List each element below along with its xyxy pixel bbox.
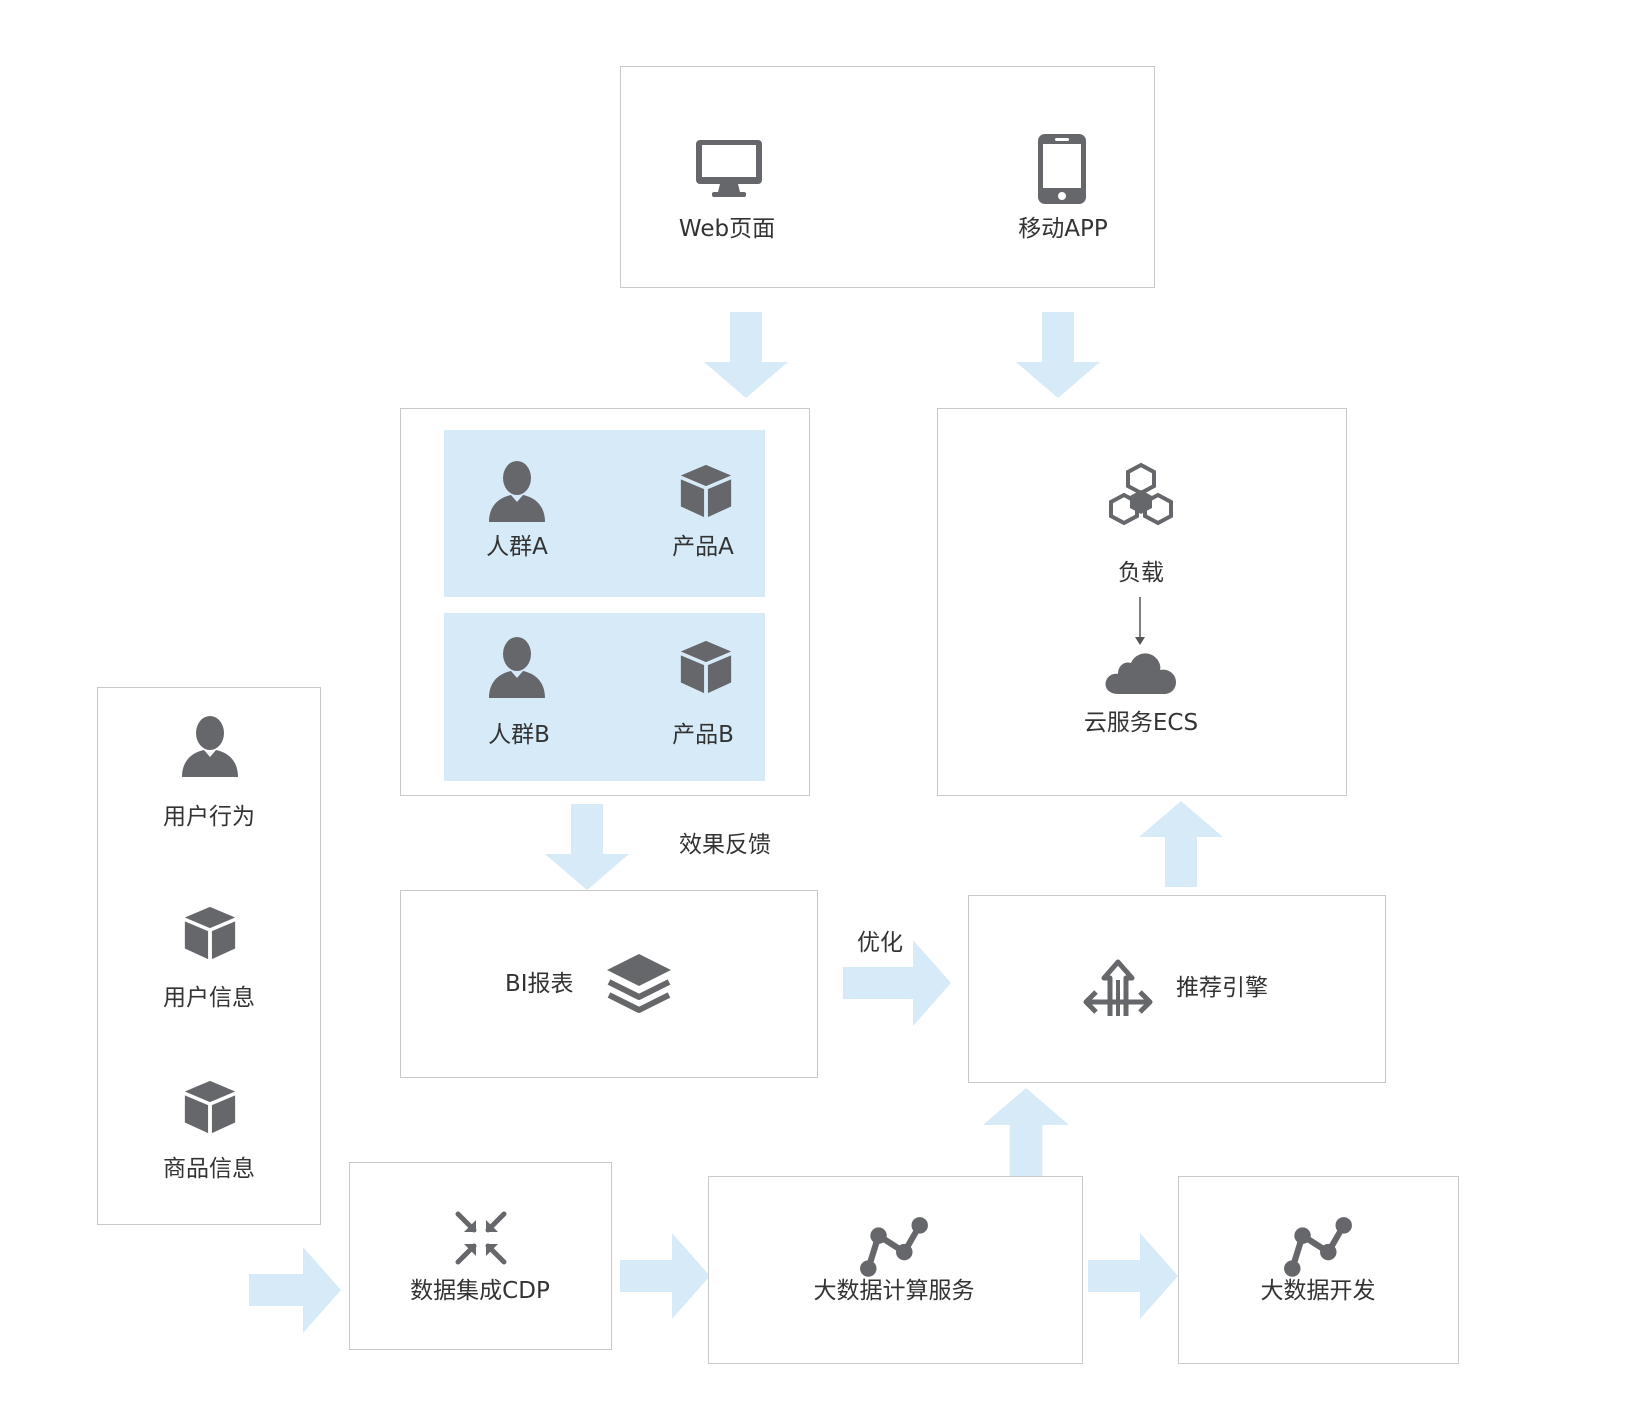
mobile-app-label: 移动APP [1018, 216, 1108, 242]
load-label: 负载 [1118, 560, 1164, 586]
arrow-compute-to-dev [1088, 1233, 1178, 1319]
arrow-web-to-segments [704, 312, 788, 398]
arrow-bi-to-engine [843, 940, 951, 1026]
feedback-label: 效果反馈 [679, 832, 771, 858]
crowd-a-label: 人群A [486, 534, 548, 560]
ecs-label: 云服务ECS [1083, 710, 1199, 736]
big-data-dev-box [1178, 1176, 1459, 1364]
cdp-box [349, 1162, 612, 1350]
hexagon-cluster-icon [1104, 462, 1178, 532]
arrow-engine-to-cloud [1139, 800, 1223, 888]
product-b-label: 产品B [672, 722, 734, 748]
cdp-label: 数据集成CDP [410, 1278, 550, 1304]
optimize-label: 优化 [857, 930, 903, 956]
recommendation-engine-box [968, 895, 1386, 1083]
connector-arrow [1130, 597, 1150, 647]
monitor-icon [696, 140, 762, 198]
user-icon [487, 634, 547, 698]
user-icon [180, 713, 240, 777]
compress-arrows-icon [454, 1210, 508, 1266]
big-data-dev-label: 大数据开发 [1260, 1278, 1376, 1304]
line-graph-icon [858, 1217, 930, 1279]
arrow-cdp-to-compute [620, 1233, 710, 1319]
direction-arrows-icon [1082, 958, 1154, 1020]
bi-report-label: BI报表 [505, 971, 574, 997]
cloud-icon [1104, 648, 1178, 694]
line-graph-icon [1282, 1217, 1354, 1279]
goods-info-label: 商品信息 [163, 1156, 255, 1182]
arrow-segments-to-bi [545, 804, 629, 890]
user-info-label: 用户信息 [163, 985, 255, 1011]
big-data-compute-label: 大数据计算服务 [813, 1278, 975, 1304]
crowd-b-label: 人群B [488, 722, 550, 748]
box-icon [677, 638, 735, 696]
box-icon [181, 904, 239, 962]
user-behavior-label: 用户行为 [163, 804, 255, 830]
user-icon [487, 458, 547, 522]
box-icon [677, 462, 735, 520]
big-data-compute-box [708, 1176, 1083, 1364]
product-a-label: 产品A [672, 534, 734, 560]
arrow-app-to-cloud [1016, 312, 1100, 398]
box-icon [181, 1078, 239, 1136]
web-page-label: Web页面 [678, 216, 776, 242]
arrow-compute-to-engine [983, 1088, 1069, 1176]
recommendation-engine-label: 推荐引擎 [1176, 975, 1268, 1001]
cloud-box [937, 408, 1347, 796]
layers-icon [605, 952, 673, 1016]
arrow-sources-to-cdp [249, 1247, 341, 1333]
phone-icon [1038, 134, 1086, 204]
